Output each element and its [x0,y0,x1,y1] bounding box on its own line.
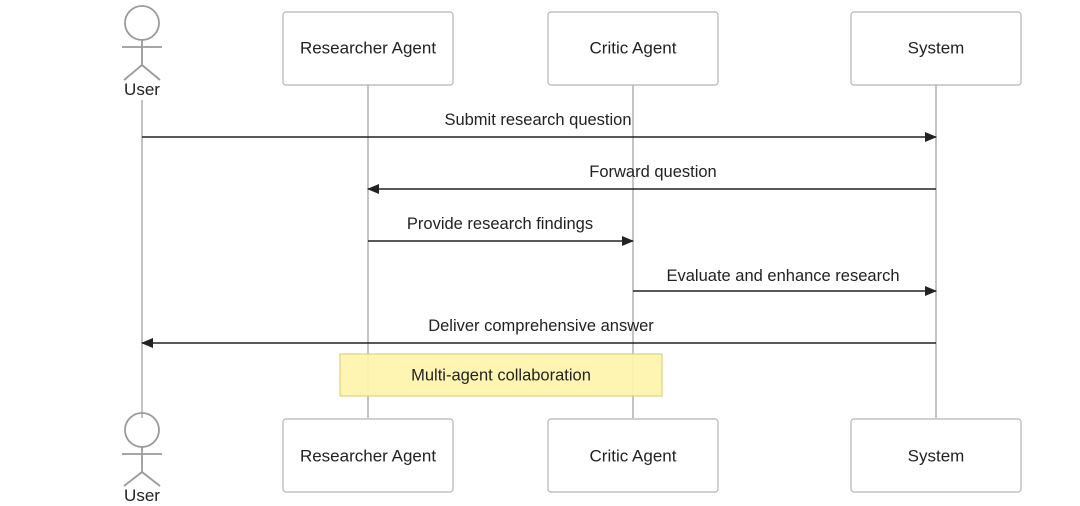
user-stick-figure-icon [122,5,162,81]
actor-label-user-bottom: User [124,486,160,505]
participant-system-top: System [850,11,1022,86]
note-multi-agent-collaboration: Multi-agent collaboration [339,353,663,397]
participant-label-system-top: System [908,38,965,57]
message-label: Evaluate and enhance research [667,267,900,285]
message-label: Submit research question [444,111,631,129]
participant-label-critic-top: Critic Agent [590,38,677,57]
message-label: Deliver comprehensive answer [428,317,654,335]
participant-label-critic-bottom: Critic Agent [590,446,677,465]
participant-label-researcher-bottom: Researcher Agent [300,446,436,465]
participant-critic-agent-bottom: Critic Agent [547,418,719,493]
message-label: Provide research findings [407,215,593,233]
message-forward-question: Forward question [367,163,936,194]
actor-label-user-top: User [124,80,160,99]
participant-critic-agent-top: Critic Agent [547,11,719,86]
participant-researcher-agent-top: Researcher Agent [282,11,454,86]
message-deliver-comprehensive-answer: Deliver comprehensive answer [141,317,936,348]
actor-user-bottom: User [122,412,162,505]
user-stick-figure-icon [122,412,162,487]
actor-user-top: User [122,5,162,99]
message-provide-research-findings: Provide research findings [368,215,634,246]
note-label: Multi-agent collaboration [411,366,591,384]
message-label: Forward question [589,163,716,181]
message-evaluate-and-enhance-research: Evaluate and enhance research [633,267,937,296]
message-submit-research-question: Submit research question [142,111,937,142]
participant-system-bottom: System [850,418,1022,493]
participant-researcher-agent-bottom: Researcher Agent [282,418,454,493]
participant-label-system-bottom: System [908,446,965,465]
participant-label-researcher-top: Researcher Agent [300,38,436,57]
